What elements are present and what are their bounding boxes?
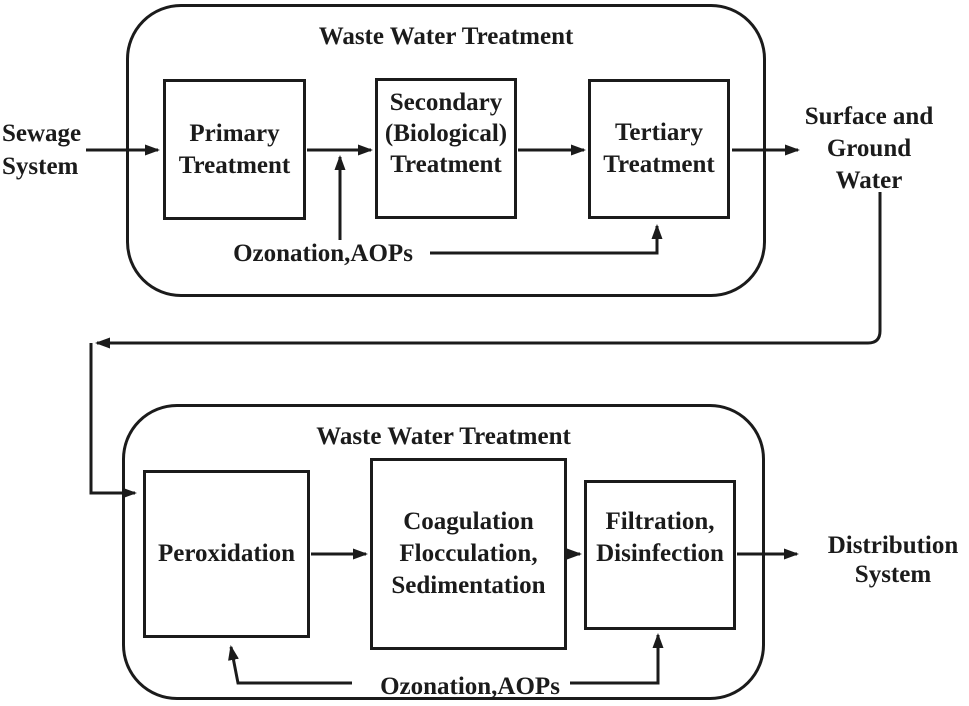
tertiary-treatment-box: Tertiary Treatment <box>588 79 730 219</box>
ozonation-aops-label-top: Ozonation,AOPs <box>233 240 413 267</box>
surface-ground-water-label: Surface and Ground Water <box>804 103 934 194</box>
ozonation-aops-label-bottom: Ozonation,AOPs <box>380 673 560 700</box>
bottom-treatment-container <box>122 404 765 700</box>
sewage-system-label: Sewage System <box>2 120 82 180</box>
peroxidation-box: Peroxidation <box>143 470 310 638</box>
filtration-disinfection-box: Filtration, Disinfection <box>584 480 736 630</box>
primary-treatment-box: Primary Treatment <box>163 79 306 220</box>
coagulation-flocculation-sedimentation-box: Coagulation Flocculation, Sedimentation <box>370 458 567 650</box>
bottom-section-title: Waste Water Treatment <box>316 423 571 450</box>
distribution-system-label: Distribution System <box>827 532 959 588</box>
secondary-treatment-box: Secondary (Biological) Treatment <box>375 78 517 219</box>
top-section-title: Waste Water Treatment <box>318 23 574 50</box>
